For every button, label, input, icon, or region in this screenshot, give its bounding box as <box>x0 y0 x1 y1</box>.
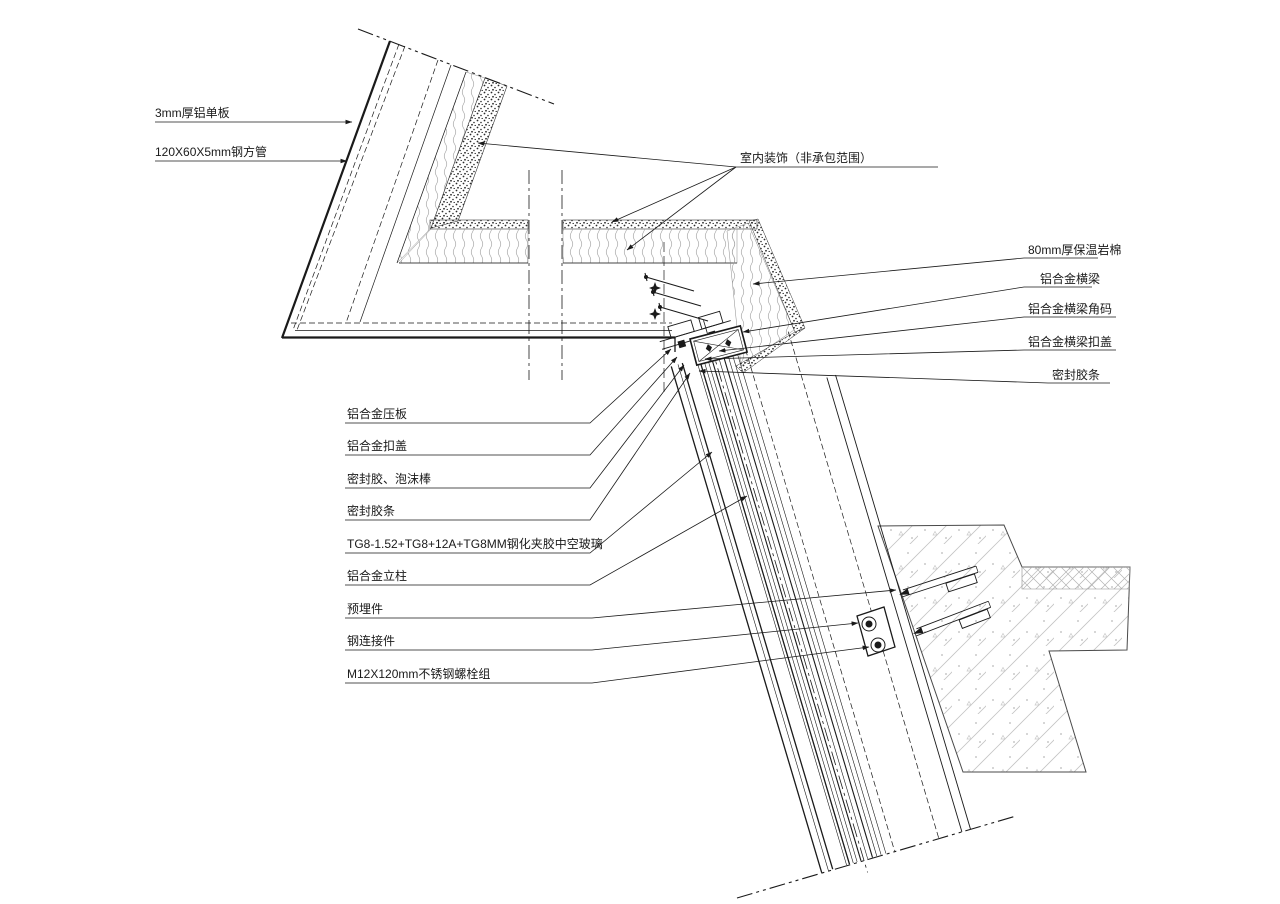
interior-finish-band-ceiling-left <box>429 219 529 230</box>
roof-assembly-sloped <box>280 40 508 339</box>
label-text: 铝合金立柱 <box>347 568 407 583</box>
label-text: 室内装饰（非承包范围） <box>740 150 872 165</box>
screws <box>644 272 709 322</box>
label-text: 密封胶条 <box>1052 367 1100 382</box>
label-text: 铝合金横梁角码 <box>1028 301 1112 316</box>
rockwool-band-ceiling-right <box>562 228 738 264</box>
mullion-back-dashed <box>787 331 940 839</box>
label-text: 3mm厚铝单板 <box>155 105 230 120</box>
label-text: 铝合金压板 <box>347 406 407 421</box>
embed-anchor-lower <box>913 600 992 637</box>
glass-mullion-bundle <box>659 310 971 873</box>
break-line-top <box>357 28 555 105</box>
label-text: TG8-1.52+TG8+12A+TG8MM钢化夹胶中空玻璃 <box>347 536 603 551</box>
section-marker <box>725 339 732 347</box>
label-sealant-foam-rod: 密封胶、泡沫棒 <box>345 364 685 489</box>
label-text: 预埋件 <box>347 602 383 616</box>
reference-lines <box>357 28 1017 899</box>
mullion-centerline <box>703 320 868 873</box>
label-text: 80mm厚保温岩棉 <box>1028 242 1121 257</box>
label-mullion: 铝合金立柱 <box>345 495 748 586</box>
label-text: 铝合金扣盖 <box>347 438 407 453</box>
label-gasket-right: 密封胶条 <box>698 367 1110 384</box>
embedded-parts <box>856 565 992 657</box>
section-marker <box>705 344 712 352</box>
glass-pane-line <box>670 366 823 873</box>
steel-tube-line <box>345 59 439 324</box>
label-interior-decoration: 室内装饰（非承包范围） <box>477 141 938 251</box>
position-marker <box>649 282 661 294</box>
ceiling-assembly <box>282 219 758 352</box>
break-line-bottom <box>736 815 1017 899</box>
annotations: 3mm厚铝单板 120X60X5mm钢方管 室内装饰（非承包范围） 80mm厚保… <box>155 105 1121 684</box>
concrete-slab <box>877 524 1131 773</box>
concrete-outline <box>877 524 1131 773</box>
label-glass: TG8-1.52+TG8+12A+TG8MM钢化夹胶中空玻璃 <box>345 451 713 554</box>
label-text: 铝合金横梁扣盖 <box>1028 334 1112 349</box>
gasket-block <box>677 339 687 349</box>
label-cover-cap: 铝合金扣盖 <box>345 356 678 456</box>
label-transom: 铝合金横梁 <box>742 271 1100 334</box>
label-transom-bracket: 铝合金横梁角码 <box>718 301 1116 353</box>
label-text: 钢连接件 <box>347 633 395 648</box>
label-text: 密封胶、泡沫棒 <box>347 471 431 486</box>
label-steel-connector: 钢连接件 <box>345 621 859 651</box>
label-text: 铝合金横梁 <box>1040 271 1100 286</box>
label-aluminum-panel: 3mm厚铝单板 <box>155 105 353 125</box>
label-steel-tube: 120X60X5mm钢方管 <box>155 144 348 164</box>
label-text: 120X60X5mm钢方管 <box>155 144 267 159</box>
aluminum-panel-line <box>280 40 392 339</box>
transom-beam <box>689 324 749 367</box>
beam-node <box>644 242 749 392</box>
label-pressure-plate: 铝合金压板 <box>345 348 672 424</box>
embed-anchor-upper <box>899 565 979 598</box>
label-transom-cap: 铝合金横梁扣盖 <box>704 334 1116 362</box>
label-rockwool: 80mm厚保温岩棉 <box>752 242 1121 286</box>
crosshatch-region <box>1021 566 1131 590</box>
label-embed: 预埋件 <box>345 588 897 619</box>
label-text: M12X120mm不锈钢螺栓组 <box>347 666 490 681</box>
label-bolt-set: M12X120mm不锈钢螺栓组 <box>345 645 870 684</box>
label-gasket-left: 密封胶条 <box>345 372 691 521</box>
position-marker <box>649 308 661 320</box>
label-text: 密封胶条 <box>347 503 395 518</box>
